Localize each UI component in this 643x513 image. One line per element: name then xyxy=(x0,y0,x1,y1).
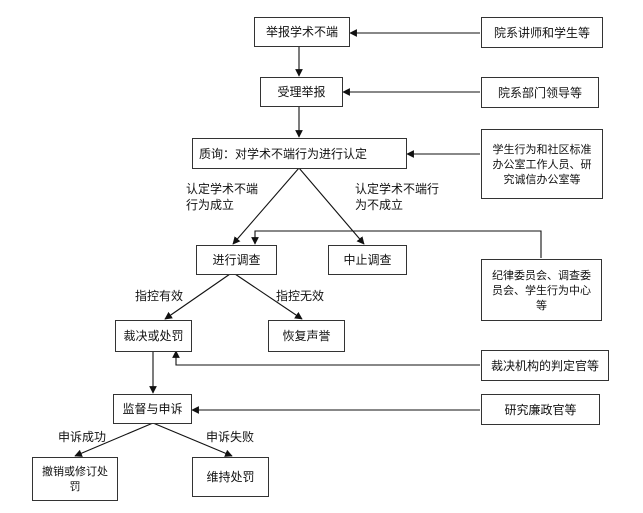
actor-question-box: 学生行为和社区标准办公室工作人员、研究诚信办公室等 xyxy=(481,129,603,199)
actor-supervise-box: 研究廉政官等 xyxy=(481,394,600,425)
terminate-box: 中止调查 xyxy=(328,245,407,275)
arrow-investigate-to-ruling xyxy=(164,273,231,320)
revoke-box: 撤销或修订处罚 xyxy=(32,457,118,501)
actor-accept-box: 院系部门领导等 xyxy=(481,77,599,108)
edge-label-appeal-fail: 申诉失败 xyxy=(206,430,255,444)
maintain-box: 维持处罚 xyxy=(192,457,269,497)
actor-report-box: 院系讲师和学生等 xyxy=(481,17,603,48)
actor-investigate-box: 纪律委员会、调查委员会、学生行为中心等 xyxy=(481,259,602,321)
investigate-box: 进行调查 xyxy=(196,245,277,275)
supervise-box: 监督与申诉 xyxy=(113,394,192,424)
arrow-actor-ruling xyxy=(172,350,480,366)
accept-box: 受理举报 xyxy=(260,77,343,107)
edge-label-valid: 指控有效 xyxy=(135,289,184,303)
edge-label-appeal-ok: 申诉成功 xyxy=(58,430,107,444)
question-box: 质询：对学术不端行为进行认定 xyxy=(192,138,407,169)
edge-label-confirmed: 认定学术不端行为成立 xyxy=(186,182,259,212)
edge-label-not-confirmed: 认定学术不端行为不成立 xyxy=(355,182,440,212)
arrow-investigate-to-restore xyxy=(234,273,303,320)
restore-box: 恢复声誉 xyxy=(268,320,345,352)
edge-label-invalid: 指控无效 xyxy=(276,289,325,303)
arrow-question-to-investigate xyxy=(232,167,300,245)
arrow-actor-investigate xyxy=(251,230,542,258)
ruling-box: 裁决或处罚 xyxy=(115,320,192,352)
actor-ruling-box: 裁决机构的判定官等 xyxy=(481,350,609,381)
arrow-supervise-to-maintain xyxy=(152,422,233,457)
arrow-supervise-to-revoke xyxy=(74,422,154,457)
report-box: 举报学术不端 xyxy=(254,17,350,47)
